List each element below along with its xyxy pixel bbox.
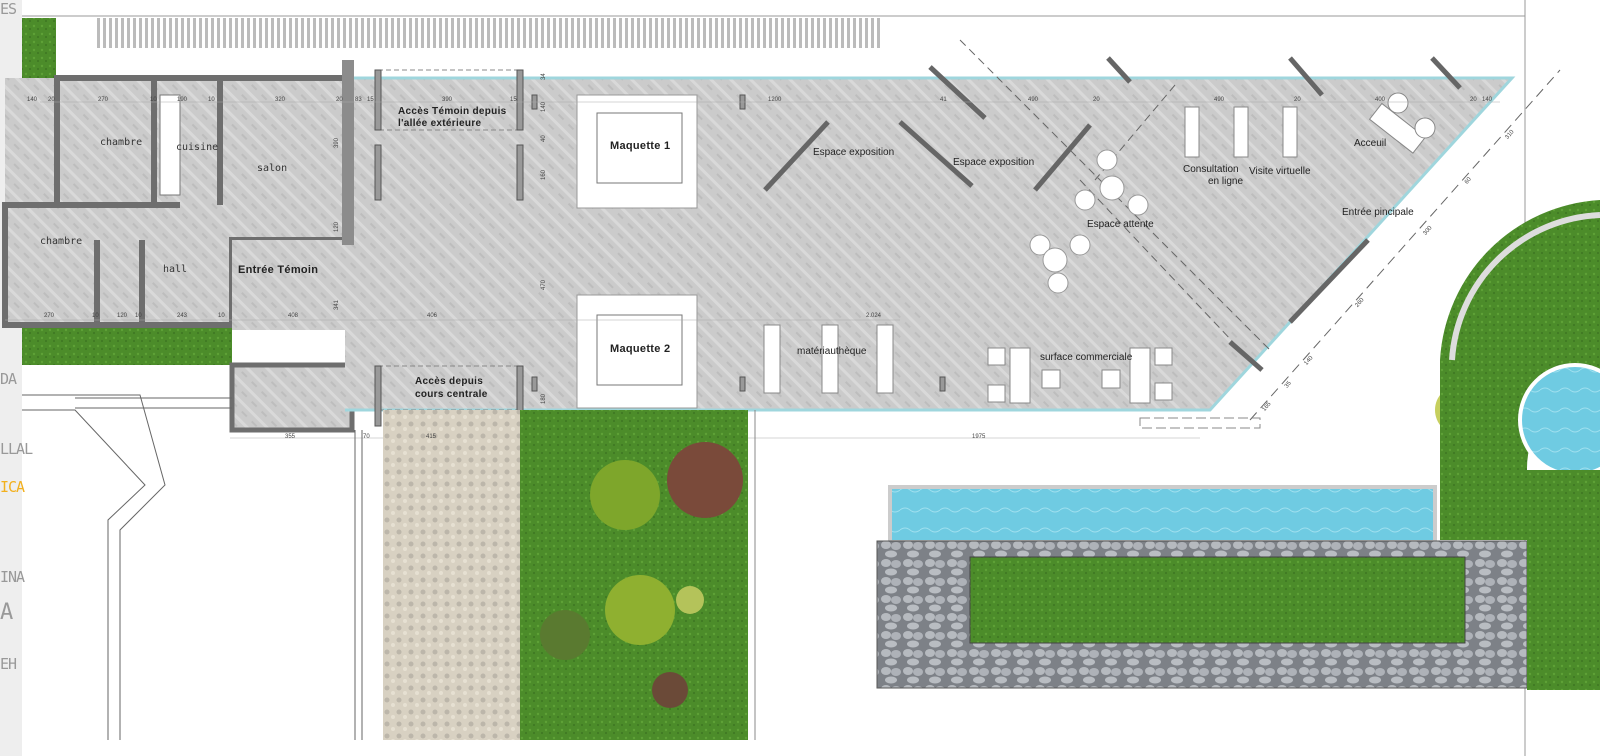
dimension: 1975: [972, 434, 986, 440]
acces-cours-label: cours centrale: [415, 389, 488, 400]
exposition-panels: [763, 56, 1462, 372]
room-chambre: chambre: [40, 236, 83, 247]
dimension: 20: [48, 97, 55, 103]
espace-attente-label: Espace attente: [1087, 219, 1154, 230]
entree-principale-label: Entrée pincipale: [1342, 207, 1414, 218]
consultation-label: Consultation: [1183, 164, 1239, 175]
acces-cours-label: Accès depuis: [415, 376, 484, 387]
dimension: 83: [355, 97, 362, 103]
consultation-desks: [1184, 106, 1298, 158]
consultation-label: en ligne: [1208, 176, 1244, 187]
dimension: 320: [275, 97, 286, 103]
materiautheque-label: matériauthèque: [797, 346, 867, 357]
maquette-1: [596, 112, 683, 184]
diagonal-axis: [959, 39, 1271, 351]
visite-virtuelle-label: Visite virtuelle: [1249, 166, 1311, 177]
wc-block: [229, 362, 355, 433]
dimension: 408: [288, 313, 299, 319]
dimension: 270: [44, 313, 55, 319]
gravel-path: [383, 410, 520, 740]
wall: [342, 60, 354, 245]
dimension: 15: [367, 97, 374, 103]
side-text: ICA: [0, 478, 25, 496]
side-text: LLAL: [0, 440, 33, 458]
dimension: 10: [135, 313, 142, 319]
dimension: 415: [426, 434, 437, 440]
dimension: 2.024: [866, 313, 882, 319]
dimension: 10: [218, 313, 225, 319]
dimension: 20: [1294, 97, 1301, 103]
side-text: INA: [0, 568, 25, 586]
dimension: 243: [177, 313, 188, 319]
reception-desk: [1368, 102, 1426, 154]
room-hall: hall: [163, 264, 188, 275]
acceuil-label: Acceuil: [1354, 138, 1387, 149]
surface-commerciale-label: surface commerciale: [1040, 352, 1133, 363]
maquette-1-label: Maquette 1: [610, 140, 671, 152]
dimension: 10: [208, 97, 215, 103]
dimension: 120: [117, 313, 128, 319]
material-shelves: [763, 324, 894, 394]
dimension: 20: [1093, 97, 1100, 103]
waiting-chairs: [1029, 149, 1149, 294]
dimension: 10: [92, 313, 99, 319]
dimension: 406: [427, 313, 438, 319]
dimension: 190: [177, 97, 188, 103]
room-salon: salon: [257, 163, 288, 174]
side-text: ES: [0, 0, 17, 18]
entree-temoin-label: Entrée Témoin: [238, 264, 319, 276]
dimension: 70: [363, 434, 370, 440]
bench: [1139, 417, 1261, 429]
dimension: 140: [1482, 97, 1493, 103]
dimension: 341: [334, 299, 340, 310]
dimension: 180: [541, 393, 547, 404]
acces-allee-label: Accès Témoin depuis: [398, 106, 507, 117]
dimension: 490: [1214, 97, 1225, 103]
dimension: 160: [541, 169, 547, 180]
espace-exposition-label: Espace exposition: [953, 157, 1035, 168]
dimension: 270: [98, 97, 109, 103]
dimension: 20: [1470, 97, 1477, 103]
dimension: 400: [1375, 97, 1386, 103]
dimension: 1200: [768, 97, 782, 103]
dimension: 390: [334, 137, 340, 148]
dimension: 120: [334, 221, 340, 232]
parking-hatch: [95, 18, 880, 48]
dimension: 470: [541, 279, 547, 290]
planter: [969, 556, 1466, 644]
side-text: EH: [0, 655, 17, 673]
room-cuisine: cuisine: [176, 142, 219, 153]
dimension: 20: [336, 97, 343, 103]
dimension: 140: [27, 97, 38, 103]
dimension: 140: [541, 101, 547, 112]
room-chambre: chambre: [100, 137, 143, 148]
side-text: DA: [0, 370, 17, 388]
dimension: 390: [442, 97, 453, 103]
side-text: A: [0, 600, 13, 625]
kitchen-counter: [159, 94, 181, 196]
dimension: 355: [285, 434, 296, 440]
dimension: 40: [541, 135, 547, 142]
garden-strip: [22, 325, 232, 365]
acces-allee-label: l'allée extérieure: [398, 118, 482, 129]
dimension: 10: [150, 97, 157, 103]
espace-exposition-label: Espace exposition: [813, 147, 895, 158]
dimension: 490: [1028, 97, 1039, 103]
maquette-2-label: Maquette 2: [610, 343, 671, 355]
commercial-furniture: [987, 347, 1173, 404]
pool: [888, 485, 1437, 544]
maquette-2: [596, 314, 683, 386]
dimension: 34: [541, 73, 547, 80]
dimension: 15: [510, 97, 517, 103]
dimension: 41: [940, 97, 947, 103]
